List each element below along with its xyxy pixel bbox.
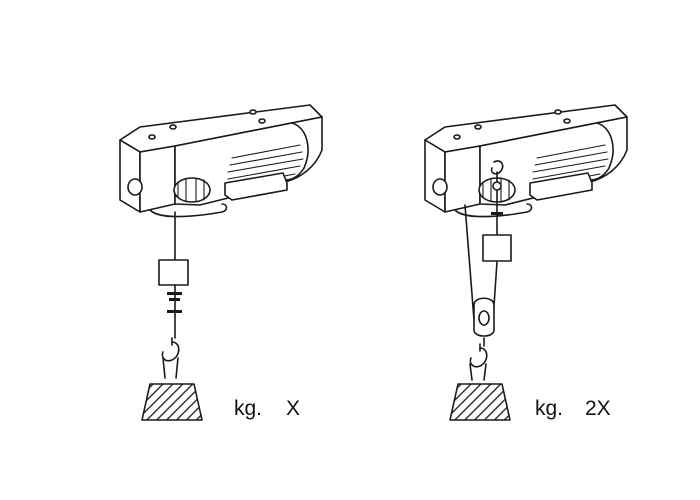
right-pulley-wheel bbox=[478, 310, 490, 326]
right-rope-left bbox=[464, 204, 475, 321]
left-hook bbox=[161, 337, 180, 362]
right-load-value: 2X bbox=[585, 397, 611, 420]
left-sling bbox=[162, 357, 179, 379]
right-load-label: kg. bbox=[535, 397, 563, 420]
right-anchor-ring bbox=[492, 181, 502, 191]
right-sling bbox=[469, 363, 487, 381]
left-load bbox=[141, 383, 203, 421]
right-stop-collar bbox=[491, 212, 503, 215]
right-anchor-hook bbox=[490, 160, 504, 175]
left-stop-collar-3 bbox=[167, 310, 182, 313]
right-load bbox=[449, 383, 511, 421]
left-weight-block bbox=[158, 259, 189, 286]
left-load-value: X bbox=[286, 397, 300, 420]
double-line-figure: kg. 2X bbox=[424, 104, 628, 421]
left-hoist-body bbox=[119, 104, 323, 218]
right-weight-block bbox=[482, 234, 512, 262]
left-stop-collar-2 bbox=[169, 298, 180, 301]
right-hoist-body bbox=[424, 104, 628, 218]
left-stop-collar-1 bbox=[167, 292, 182, 295]
left-load-label: kg. bbox=[234, 397, 262, 420]
right-hook bbox=[469, 343, 488, 368]
single-line-figure: kg. X bbox=[119, 104, 323, 421]
